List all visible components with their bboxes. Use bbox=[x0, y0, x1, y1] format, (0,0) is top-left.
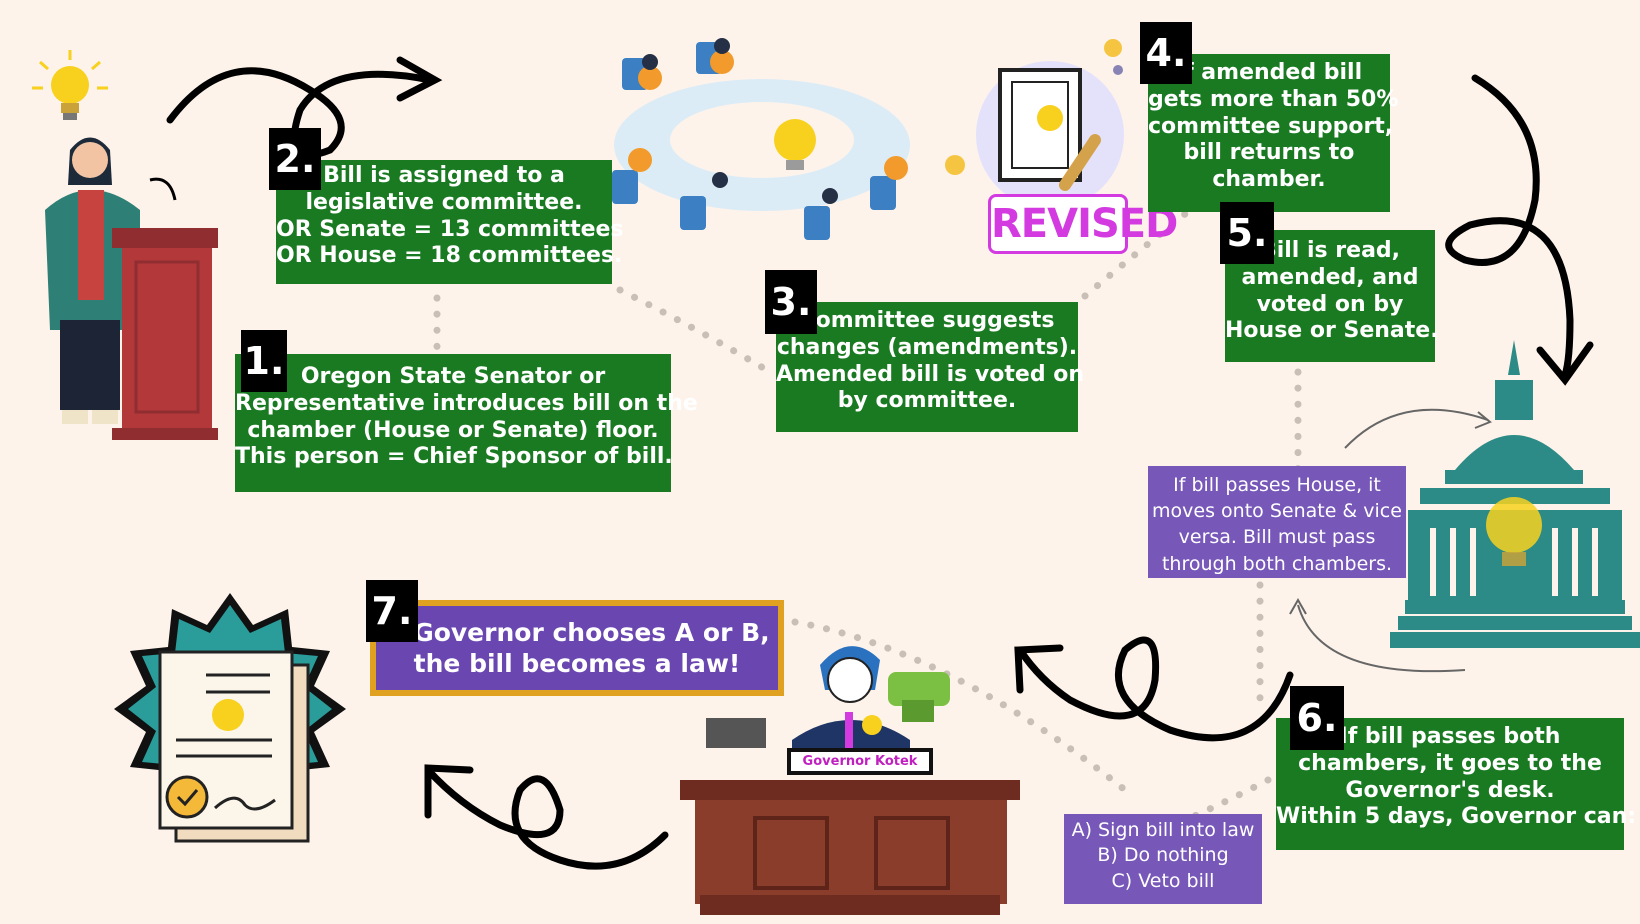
step-4-line: If amended bill bbox=[1175, 60, 1363, 85]
lightbulb-icon bbox=[1486, 497, 1542, 566]
curly-arrow-head bbox=[424, 764, 474, 819]
curly-arrow-icon bbox=[1016, 636, 1294, 742]
step-1-line: chamber (House or Senate) floor. bbox=[247, 417, 659, 443]
step-4-number: 4. bbox=[1140, 22, 1192, 84]
step-2-box: Bill is assigned to a legislative commit… bbox=[276, 160, 624, 284]
committee-table-illustration bbox=[612, 38, 910, 240]
governor-nameplate: Governor Kotek bbox=[787, 748, 933, 775]
step-4-line: bill returns to bbox=[1183, 140, 1355, 166]
thin-arrow-head-bottom bbox=[1289, 597, 1307, 615]
curly-arrow-icon bbox=[1445, 74, 1574, 379]
step-6-line: chambers, it goes to the bbox=[1298, 750, 1602, 776]
capitol-dome-illustration bbox=[1390, 340, 1640, 648]
thin-cycle-arrows bbox=[1289, 408, 1492, 673]
step-4-line: gets more than 50% bbox=[1148, 86, 1399, 112]
step-6-number: 6. bbox=[1290, 686, 1344, 750]
step-7-line: If Governor chooses A or B, bbox=[384, 618, 770, 647]
step-3-number: 3. bbox=[765, 270, 817, 334]
step-2-number: 2. bbox=[269, 128, 321, 190]
governor-desk-illustration bbox=[680, 646, 1020, 915]
chambers-note-line: If bill passes House, it bbox=[1173, 474, 1381, 496]
step-4-line: chamber. bbox=[1212, 167, 1326, 193]
revised-document-icon bbox=[945, 39, 1124, 209]
step-3-line: changes (amendments). bbox=[776, 334, 1078, 360]
step-2-line: OR Senate = 13 committees bbox=[276, 216, 624, 242]
step-5-line: Bill is read, bbox=[1259, 238, 1401, 263]
chambers-note: If bill passes House, it moves onto Sena… bbox=[1148, 466, 1406, 578]
step-1-number: 1. bbox=[241, 330, 287, 392]
step-2-line: OR House = 18 committees. bbox=[276, 243, 623, 269]
step-3-box: Committee suggests changes (amendments).… bbox=[776, 302, 1085, 432]
step-5-number: 5. bbox=[1220, 202, 1274, 264]
step-5-line: House or Senate. bbox=[1225, 318, 1439, 344]
governor-option-line: A) Sign bill into law bbox=[1071, 819, 1255, 841]
governor-option-line: B) Do nothing bbox=[1097, 844, 1229, 867]
step-2-line: legislative committee. bbox=[305, 189, 583, 215]
podium-speaker-illustration bbox=[32, 50, 218, 440]
governor-options-note: A) Sign bill into law B) Do nothing C) V… bbox=[1064, 814, 1262, 904]
step-3-line: Amended bill is voted on bbox=[776, 361, 1085, 387]
step-1-line: Representative introduces bill on the bbox=[235, 390, 698, 416]
step-2-line: Bill is assigned to a bbox=[323, 163, 565, 188]
step-5-line: amended, and bbox=[1241, 264, 1419, 290]
step-4-line: committee support, bbox=[1148, 113, 1394, 139]
chambers-note-line: versa. Bill must pass bbox=[1178, 526, 1376, 549]
lightbulb-icon bbox=[774, 119, 816, 170]
step-5-line: voted on by bbox=[1256, 291, 1404, 317]
curly-arrow-head bbox=[1014, 644, 1064, 694]
curly-arrow-icon bbox=[166, 67, 434, 159]
step-3-line: by committee. bbox=[837, 388, 1017, 414]
step-6-line: Governor's desk. bbox=[1345, 777, 1555, 803]
curly-arrow-head bbox=[396, 56, 443, 102]
lightbulb-icon bbox=[862, 715, 882, 735]
thin-arrow-to-capitol bbox=[1344, 408, 1489, 449]
chambers-note-line: through both chambers. bbox=[1161, 552, 1393, 575]
dotted-connector-6-options bbox=[1186, 776, 1272, 822]
dotted-connector-3-4 bbox=[1081, 206, 1194, 300]
step-1-line: Oregon State Senator or bbox=[300, 364, 606, 389]
step-6-line: If bill passes both bbox=[1339, 724, 1561, 749]
thin-arrow-head-top bbox=[1474, 411, 1492, 429]
curly-arrow-head bbox=[1536, 341, 1594, 386]
step-7-box: If Governor chooses A or B, the bill bec… bbox=[370, 600, 784, 696]
step-4-box: If amended bill gets more than 50% commi… bbox=[1148, 54, 1399, 212]
thin-arrow-from-capitol bbox=[1297, 604, 1466, 673]
lightbulb-icon bbox=[212, 699, 244, 731]
governor-option-line: C) Veto bill bbox=[1111, 869, 1215, 892]
step-6-line: Within 5 days, Governor can: bbox=[1276, 804, 1637, 830]
step-1-line: This person = Chief Sponsor of bill. bbox=[235, 444, 673, 470]
law-certificate-badge-icon bbox=[114, 593, 346, 843]
step-7-number: 7. bbox=[366, 580, 418, 642]
lightbulb-icon bbox=[32, 50, 108, 120]
revised-stamp: REVISED bbox=[988, 194, 1178, 254]
chambers-note-line: moves onto Senate & vice bbox=[1152, 500, 1402, 523]
curly-arrows bbox=[166, 56, 1594, 870]
curly-arrow-icon bbox=[424, 766, 669, 870]
step-7-line: the bill becomes a law! bbox=[413, 648, 741, 678]
step-1-box: Oregon State Senator or Representative i… bbox=[235, 354, 698, 492]
step-3-line: Committee suggests bbox=[799, 308, 1055, 333]
